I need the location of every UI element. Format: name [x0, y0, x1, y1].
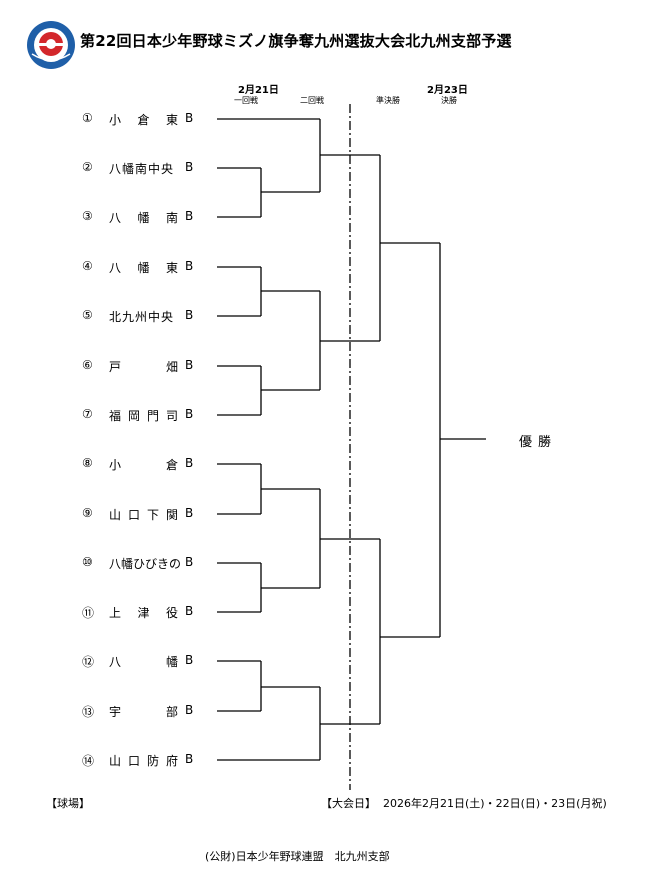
venue-label: 【球場】	[46, 797, 90, 810]
tournament-date-label: 【大会日】	[321, 797, 376, 810]
team-name: 小倉	[109, 458, 224, 472]
date-header-final: 2月23日	[427, 85, 468, 96]
team-name: 山口下関	[109, 508, 186, 522]
team-suffix: B	[185, 456, 194, 470]
team-suffix: B	[185, 407, 194, 421]
team-number: ⑨	[82, 506, 93, 520]
team-suffix: B	[185, 752, 194, 766]
team-name: 八幡	[109, 655, 224, 669]
team-number: ⑬	[82, 705, 95, 719]
team-name: 八幡東	[109, 261, 195, 275]
team-number: ⑪	[82, 606, 95, 620]
team-suffix: B	[185, 358, 194, 372]
team-name: 上津役	[109, 606, 195, 620]
team-number: ①	[82, 111, 93, 125]
team-number: ⑧	[82, 456, 93, 470]
team-suffix: B	[185, 308, 194, 322]
team-name: 宇部	[109, 705, 224, 719]
team-name: 山口防府	[109, 754, 186, 768]
team-suffix: B	[185, 703, 194, 717]
team-number: ⑩	[82, 555, 93, 569]
team-number: ⑦	[82, 407, 93, 421]
team-suffix: B	[185, 111, 194, 125]
team-suffix: B	[185, 160, 194, 174]
team-name: 戸畑	[109, 360, 224, 374]
team-number: ②	[82, 160, 93, 174]
team-suffix: B	[185, 555, 194, 569]
organizer-name: (公財)日本少年野球連盟 北九州支部	[205, 850, 390, 863]
date-header-first: 2月21日	[238, 85, 279, 96]
team-name: 八幡南中央	[109, 162, 175, 176]
team-suffix: B	[185, 259, 194, 273]
team-name: 八幡南	[109, 211, 195, 225]
team-number: ⑭	[82, 754, 95, 768]
team-number: ⑫	[82, 655, 95, 669]
team-name: 福岡門司	[109, 409, 186, 423]
team-name: 八幡ひびきの	[109, 557, 182, 571]
round-header-final: 決勝	[441, 96, 457, 105]
team-name: 北九州中央	[109, 310, 175, 324]
team-number: ④	[82, 259, 93, 273]
round-header-second: 二回戦	[300, 96, 324, 105]
team-number: ⑤	[82, 308, 93, 322]
round-header-first: 一回戦	[234, 96, 258, 105]
champion-label: 優勝	[519, 435, 558, 450]
page-title: 第22回日本少年野球ミズノ旗争奪九州選抜大会北九州支部予選	[80, 32, 512, 50]
team-number: ⑥	[82, 358, 93, 372]
team-suffix: B	[185, 653, 194, 667]
team-number: ③	[82, 209, 93, 223]
team-suffix: B	[185, 506, 194, 520]
round-header-semifinal: 準決勝	[376, 96, 400, 105]
team-suffix: B	[185, 209, 194, 223]
federation-logo	[27, 21, 75, 69]
tournament-date-value: 2026年2月21日(土)・22日(日)・23日(月祝)	[383, 797, 607, 810]
team-suffix: B	[185, 604, 194, 618]
team-name: 小倉東	[109, 113, 195, 127]
